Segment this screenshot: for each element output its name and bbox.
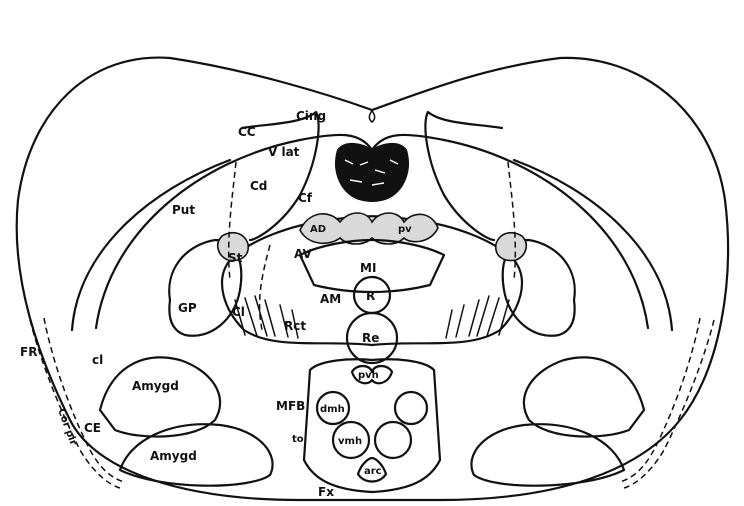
label-arc: arc — [364, 466, 382, 477]
label-gp: GP — [178, 301, 197, 315]
label-dmh: dmh — [320, 404, 345, 415]
label-mi: MI — [360, 261, 376, 275]
label-cing: Cing — [296, 109, 326, 123]
label-ad: AD — [310, 224, 326, 235]
label-fx: Fx — [318, 485, 334, 499]
midline-notch — [369, 110, 374, 122]
label-av: AV — [294, 247, 312, 261]
cortex-boundary-right — [624, 320, 714, 488]
striatum-patch-right — [496, 233, 526, 261]
label-st: St — [228, 251, 243, 265]
lateral-ventricle-right — [425, 112, 502, 240]
amygdala-lower-right — [471, 424, 624, 485]
cortex-boundary-left — [30, 320, 120, 488]
label-am: AM — [320, 292, 341, 306]
external-capsule — [72, 160, 230, 330]
label-pvh: pvh — [358, 370, 379, 381]
label-amygd-lower: Amygd — [150, 449, 197, 463]
label-rct: Rct — [284, 319, 306, 333]
vmh-right — [375, 422, 411, 458]
striatum-dash-right — [508, 162, 515, 280]
label-to: to — [292, 434, 304, 445]
label-put: Put — [172, 203, 195, 217]
dmh-right — [395, 392, 427, 424]
internal-capsule-fibers-right — [446, 296, 509, 338]
label-r: R — [366, 289, 375, 303]
label-vlat: V lat — [268, 145, 300, 159]
label-cl-upper: Cl — [232, 305, 245, 319]
label-cd: Cd — [250, 179, 267, 193]
label-amygd-upper: Amygd — [132, 379, 179, 393]
label-cf: Cf — [298, 191, 313, 205]
label-vmh: vmh — [338, 436, 362, 447]
cortex-boundary-left-2 — [44, 318, 124, 482]
label-ce: CE — [84, 421, 101, 435]
habenula-dark-region — [336, 144, 408, 201]
label-cl-lower: cl — [92, 353, 103, 367]
cortex-boundary-right-2 — [620, 318, 700, 482]
label-pv: pv — [398, 224, 412, 235]
label-fr: FR — [20, 345, 37, 359]
label-re: Re — [362, 331, 379, 345]
external-capsule-right — [514, 160, 672, 330]
label-cc: CC — [238, 125, 256, 139]
label-mfb: MFB — [276, 399, 305, 413]
